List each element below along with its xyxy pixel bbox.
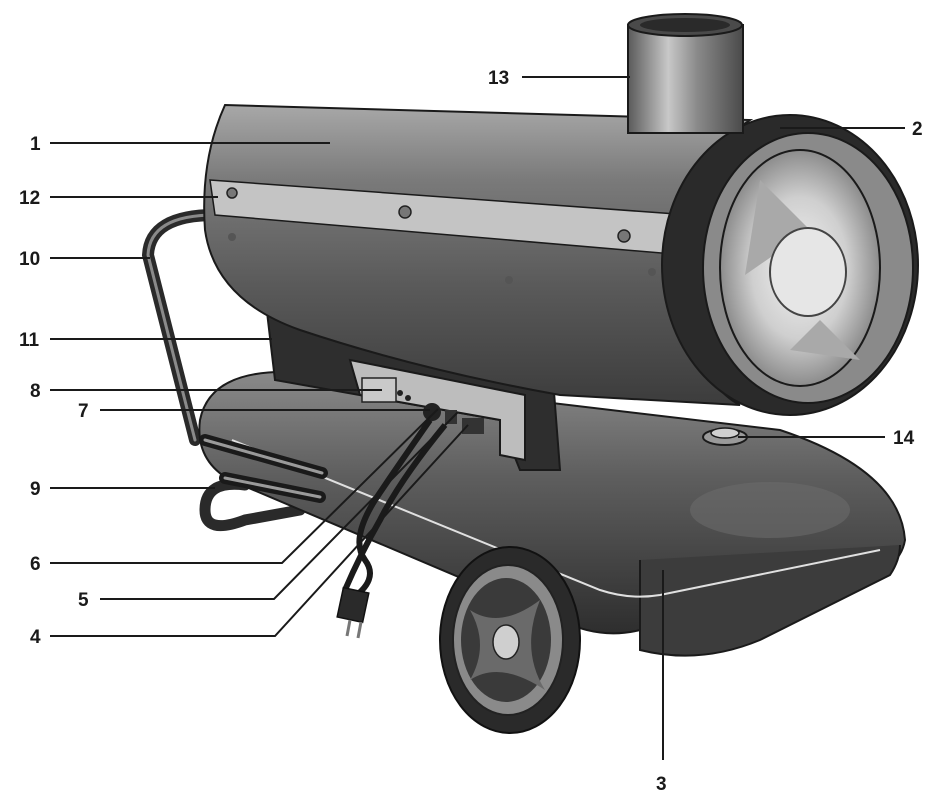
callout-1: 1: [30, 134, 41, 155]
tank-rails: [199, 434, 328, 503]
callouts: 1 2 3 4 5 6 7 8 9 10 11 12 13 14: [19, 68, 923, 795]
callout-14: 14: [893, 428, 915, 449]
front-grille: [661, 114, 919, 416]
leader-6: [50, 408, 439, 564]
frame-handle: [141, 209, 221, 446]
callout-7: 7: [78, 401, 89, 422]
callout-10: 10: [19, 249, 40, 270]
callout-3: 3: [656, 774, 667, 795]
callout-2: 2: [912, 119, 923, 140]
callout-13: 13: [488, 68, 509, 89]
callout-9: 9: [30, 479, 41, 500]
callout-8: 8: [30, 381, 41, 402]
callout-5: 5: [78, 590, 89, 611]
callout-12: 12: [19, 188, 40, 209]
front-foot: [199, 478, 306, 532]
exhaust-chimney: [627, 13, 744, 134]
control-panel: [348, 358, 526, 462]
callout-4: 4: [30, 627, 41, 648]
leader-4: [50, 424, 469, 637]
callout-6: 6: [30, 554, 41, 575]
wheel: [439, 546, 581, 734]
leader-5: [100, 411, 459, 600]
callout-11: 11: [19, 330, 40, 351]
